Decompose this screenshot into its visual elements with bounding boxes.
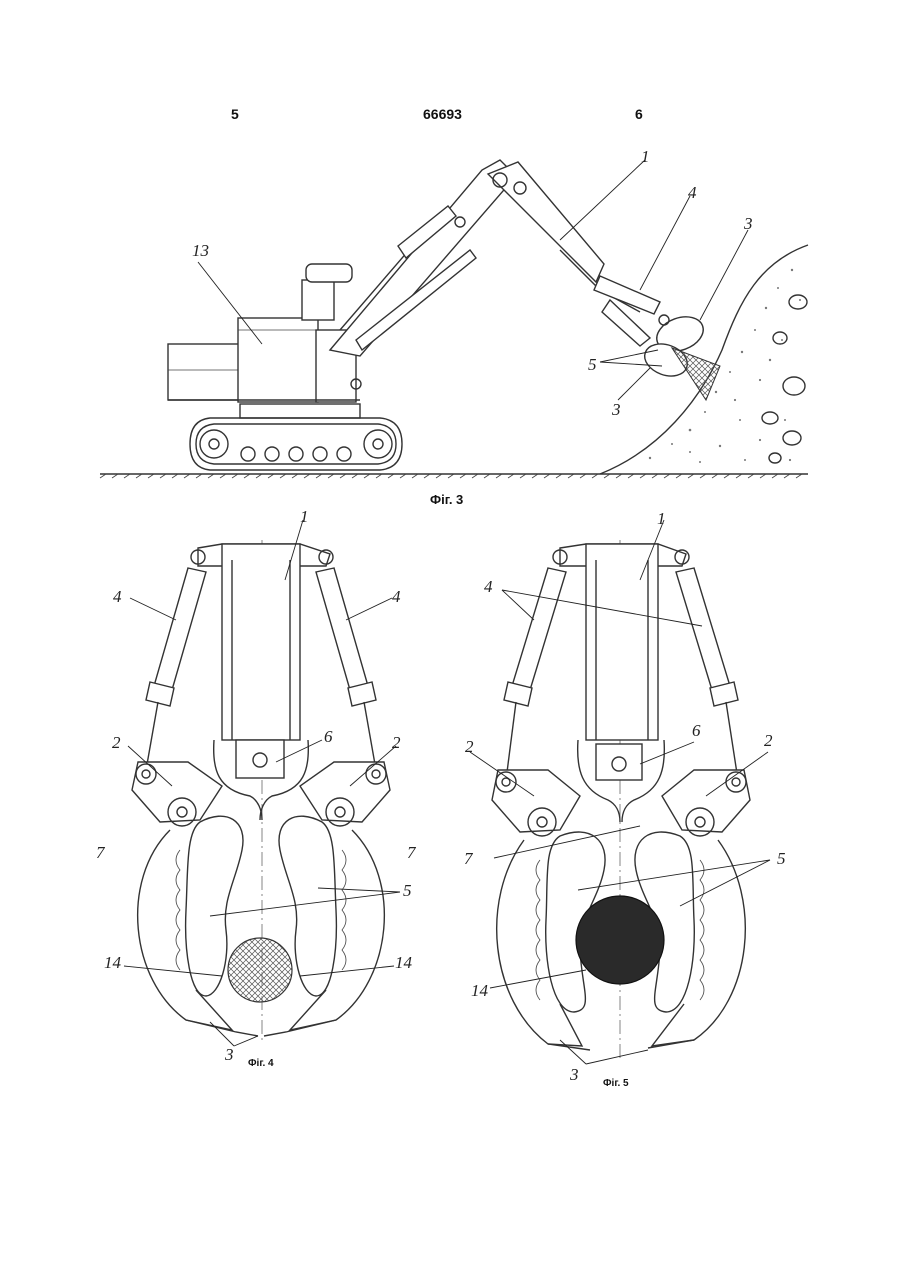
fig5-label-boom: 1 [657,509,666,528]
figure-3-excavator: 1 4 3 5 3 13 [100,147,808,478]
figure-4-caption: Фіг. 4 [248,1058,274,1069]
crawler-track [190,404,402,470]
fig3-label-pads: 5 [588,355,597,374]
figure-5-caption: Фіг. 5 [603,1078,629,1089]
fig4-label-joint: 6 [324,727,333,746]
fig5-label-tips: 3 [569,1065,579,1084]
excavator-body [168,264,360,402]
fig5-label-obj: 14 [471,981,489,1000]
fig4-label-jaw-right: 7 [407,843,417,862]
fig4-object [228,938,292,1002]
fig5-object [576,896,664,984]
fig4-label-cyl-right: 4 [392,587,401,606]
fig4-label-jaw-left: 7 [96,843,106,862]
fig5-label-pads: 5 [777,849,786,868]
fig3-label-cab: 13 [192,241,209,260]
fig5-label-lever-right: 2 [764,731,773,750]
fig5-label-joint: 6 [692,721,701,740]
boom [330,160,660,389]
fig5-label-cyls: 4 [484,577,493,596]
fig4-label-obj-right: 14 [395,953,413,972]
fig4-label-pads: 5 [403,881,412,900]
fig3-label-boom: 1 [641,147,650,166]
ground-line [100,474,808,478]
fig3-label-jaw-bottom: 3 [611,400,621,419]
figure-5-gripper: 1 4 2 2 6 7 5 14 3 [464,509,786,1084]
fig4-label-obj-left: 14 [104,953,122,972]
figure-3-caption: Фіг. 3 [430,492,463,507]
fig5-label-jaw: 7 [464,849,474,868]
gripper-fig3 [640,311,720,400]
fig5-label-lever-left: 2 [465,737,474,756]
fig4-label-cyl-left: 4 [113,587,122,606]
fig4-label-lever-right: 2 [392,733,401,752]
fig3-label-jaw-top: 3 [743,214,753,233]
fig4-label-lever-left: 2 [112,733,121,752]
fig4-label-boom: 1 [300,507,309,526]
fig3-label-cylinder: 4 [688,183,697,202]
fig4-label-tips: 3 [224,1045,234,1064]
figure-4-gripper: 1 4 4 2 2 6 7 7 5 14 14 3 [96,507,417,1064]
